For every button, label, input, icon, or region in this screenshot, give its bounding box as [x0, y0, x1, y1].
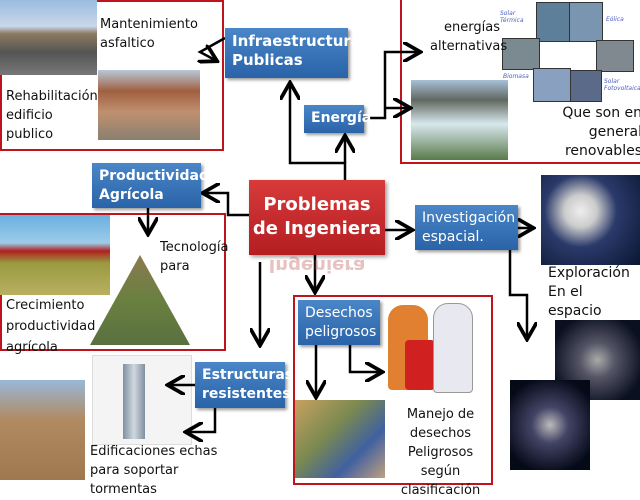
text-manejo: Manejo de desechos Peligrosos según clas… — [400, 407, 481, 498]
label-biomasa: Biomasa — [503, 73, 529, 80]
harvester-photo — [0, 215, 110, 295]
renewable-energy-collage: Solar Térmica Eólica Biomasa Solar Fotov… — [500, 2, 640, 102]
text-rehabilitacion: Rehabilitación edificio publico — [6, 89, 98, 142]
label-solar-fotovoltaica: Solar Fotovoltaica — [604, 78, 640, 92]
text-mantenimiento: Mantenimiento asfaltico — [100, 17, 198, 51]
building-photo — [98, 70, 200, 140]
road-photo — [0, 0, 97, 75]
center-node-reflection: Ingeniera — [268, 255, 366, 276]
astronaut-photo — [541, 175, 640, 265]
label-solar-termica: Solar Térmica — [500, 10, 524, 24]
text-energias-alternativas: energías alternativas — [430, 20, 508, 54]
hazmat-workers-image — [385, 300, 475, 395]
connector-arrows — [0, 36, 640, 480]
dam-photo — [411, 80, 508, 160]
node-desechos[interactable]: Desechos peligrosos — [298, 300, 380, 345]
text-crecimiento: Crecimiento productividad agrícola — [6, 298, 96, 355]
infraestructura-frame — [0, 0, 224, 151]
space-station-photo-2 — [510, 380, 590, 470]
text-tecnologia: Tecnología para — [160, 240, 229, 274]
node-energia[interactable]: Energía — [304, 105, 371, 133]
node-infraestructura[interactable]: Infraestructura Publicas — [225, 28, 361, 78]
center-node[interactable]: Problemas de Ingeniera — [249, 180, 385, 255]
house-frame-photo — [0, 380, 85, 480]
node-investigacion[interactable]: Investigación espacial. — [415, 205, 518, 250]
text-edificaciones: Edificaciones echas para soportar tormen… — [90, 444, 218, 497]
node-productividad[interactable]: Productividad Agrícola — [92, 163, 209, 208]
text-exploracion: Exploración En el espacio — [548, 265, 630, 319]
energia-frame — [400, 0, 640, 164]
node-estructuras[interactable]: Estructuras resistentes — [195, 362, 293, 408]
structure-diagram — [92, 355, 192, 445]
text-renovables: Que son en general renovables — [562, 105, 640, 159]
waste-photo — [295, 400, 385, 478]
label-eolica: Eólica — [606, 16, 624, 23]
